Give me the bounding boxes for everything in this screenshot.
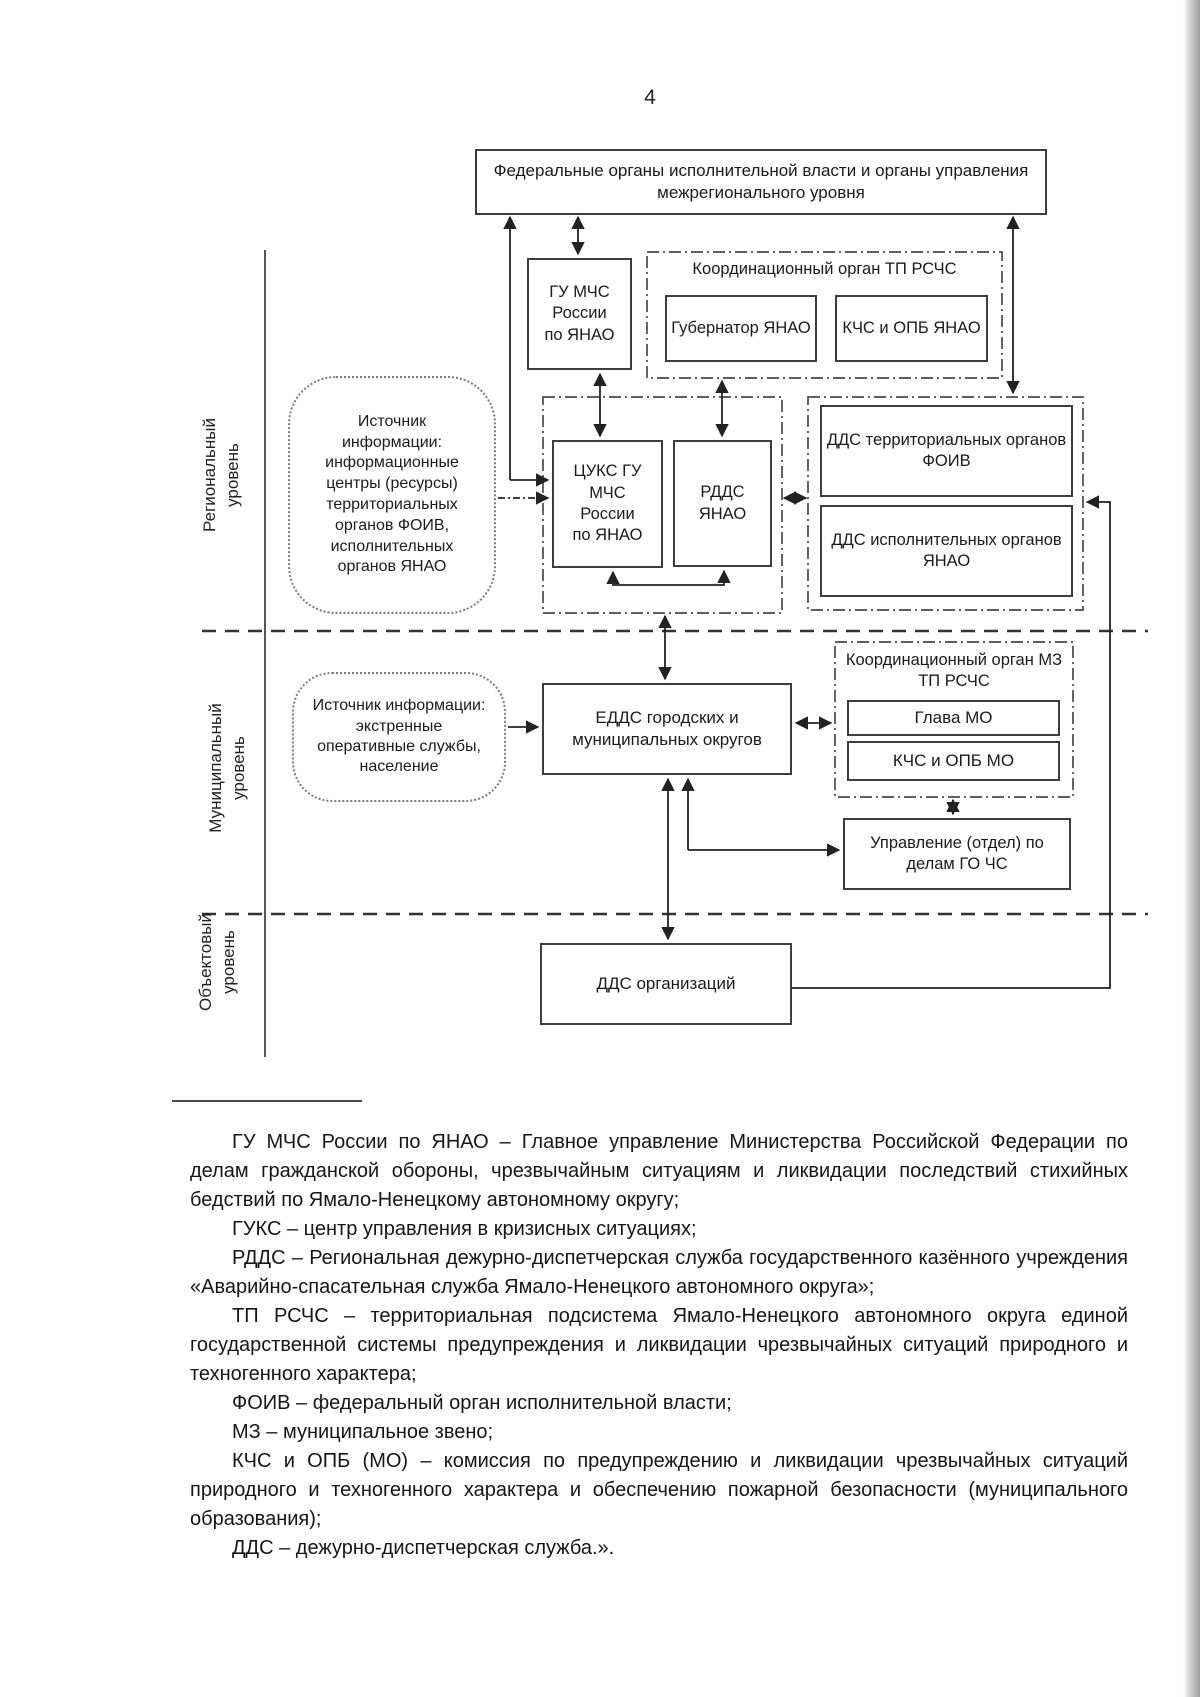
node-edds: ЕДДС городских и муниципальных округов	[542, 683, 792, 775]
node-federal-bodies: Федеральные органы исполнительной власти…	[475, 149, 1047, 215]
cuks-rdds-container-outline	[542, 396, 783, 614]
node-glava-mo: Глава МО	[847, 700, 1060, 736]
node-dds-foiv: ДДС территориальных органов ФОИВ	[820, 405, 1073, 497]
node-info-source-regional: Источник информации: информационные цент…	[288, 376, 496, 614]
node-upravlenie-go-chs: Управление (отдел) по делам ГО ЧС	[843, 818, 1071, 890]
page-number: 4	[644, 86, 656, 109]
node-dds-ispoln-yanao: ДДС исполнительных органов ЯНАО	[820, 505, 1073, 597]
footnote-tp-rschs: ТП РСЧС – территориальная подсистема Яма…	[190, 1305, 1128, 1385]
arrow-cuks-rdds-bottom-link	[606, 569, 731, 586]
koord-tp-container-label: Координационный орган ТП РСЧС	[692, 260, 957, 278]
node-kchs-opb-mo: КЧС и ОПБ МО	[847, 741, 1060, 781]
node-gubernator-yanao: Губернатор ЯНАО	[665, 295, 817, 362]
footnotes-block: ГУ МЧС России по ЯНАО – Главное управлен…	[190, 1128, 1128, 1563]
footnote-gu-mchs: ГУ МЧС России по ЯНАО – Главное управлен…	[190, 1131, 1128, 1211]
node-rdds-yanao: РДДС ЯНАО	[673, 440, 772, 567]
node-dds-org: ДДС организаций	[540, 943, 792, 1025]
node-gu-mchs: ГУ МЧС России по ЯНАО	[527, 258, 632, 370]
footnote-rdds: РДДС – Региональная дежурно-диспетчерска…	[190, 1247, 1128, 1298]
koord-mz-container-label: Координационный орган МЗ ТП РСЧС	[845, 651, 1063, 690]
footnote-rule	[172, 1100, 362, 1102]
footnote-mz: МЗ – муниципальное звено;	[232, 1421, 494, 1443]
level-label-object: Объектовый уровень	[196, 913, 238, 1011]
node-kchs-opb-yanao: КЧС и ОПБ ЯНАО	[835, 295, 988, 362]
footnote-foiv: ФОИВ – федеральный орган исполнительной …	[232, 1392, 732, 1414]
footnote-guks: ГУКС – центр управления в кризисных ситу…	[232, 1218, 697, 1240]
dds-container-outline	[807, 396, 1084, 611]
level-label-regional: Региональный уровень	[200, 418, 242, 532]
arrow-dds-org-to-dds-container	[792, 495, 1111, 989]
level-label-municipal: Муниципальный уровень	[206, 703, 248, 833]
node-info-source-municipal: Источник информации: экстренные оператив…	[292, 672, 506, 802]
footnote-kchs-opb-mo: КЧС и ОПБ (МО) – комиссия по предупрежде…	[190, 1450, 1128, 1530]
scan-edge-shadow	[1183, 0, 1200, 1697]
footnote-dds: ДДС – дежурно-диспетчерская служба.».	[232, 1537, 615, 1559]
koord-mz-container-outline	[834, 641, 1074, 798]
node-cuks: ЦУКС ГУ МЧС России по ЯНАО	[552, 440, 663, 568]
koord-tp-container-outline	[646, 251, 1003, 379]
